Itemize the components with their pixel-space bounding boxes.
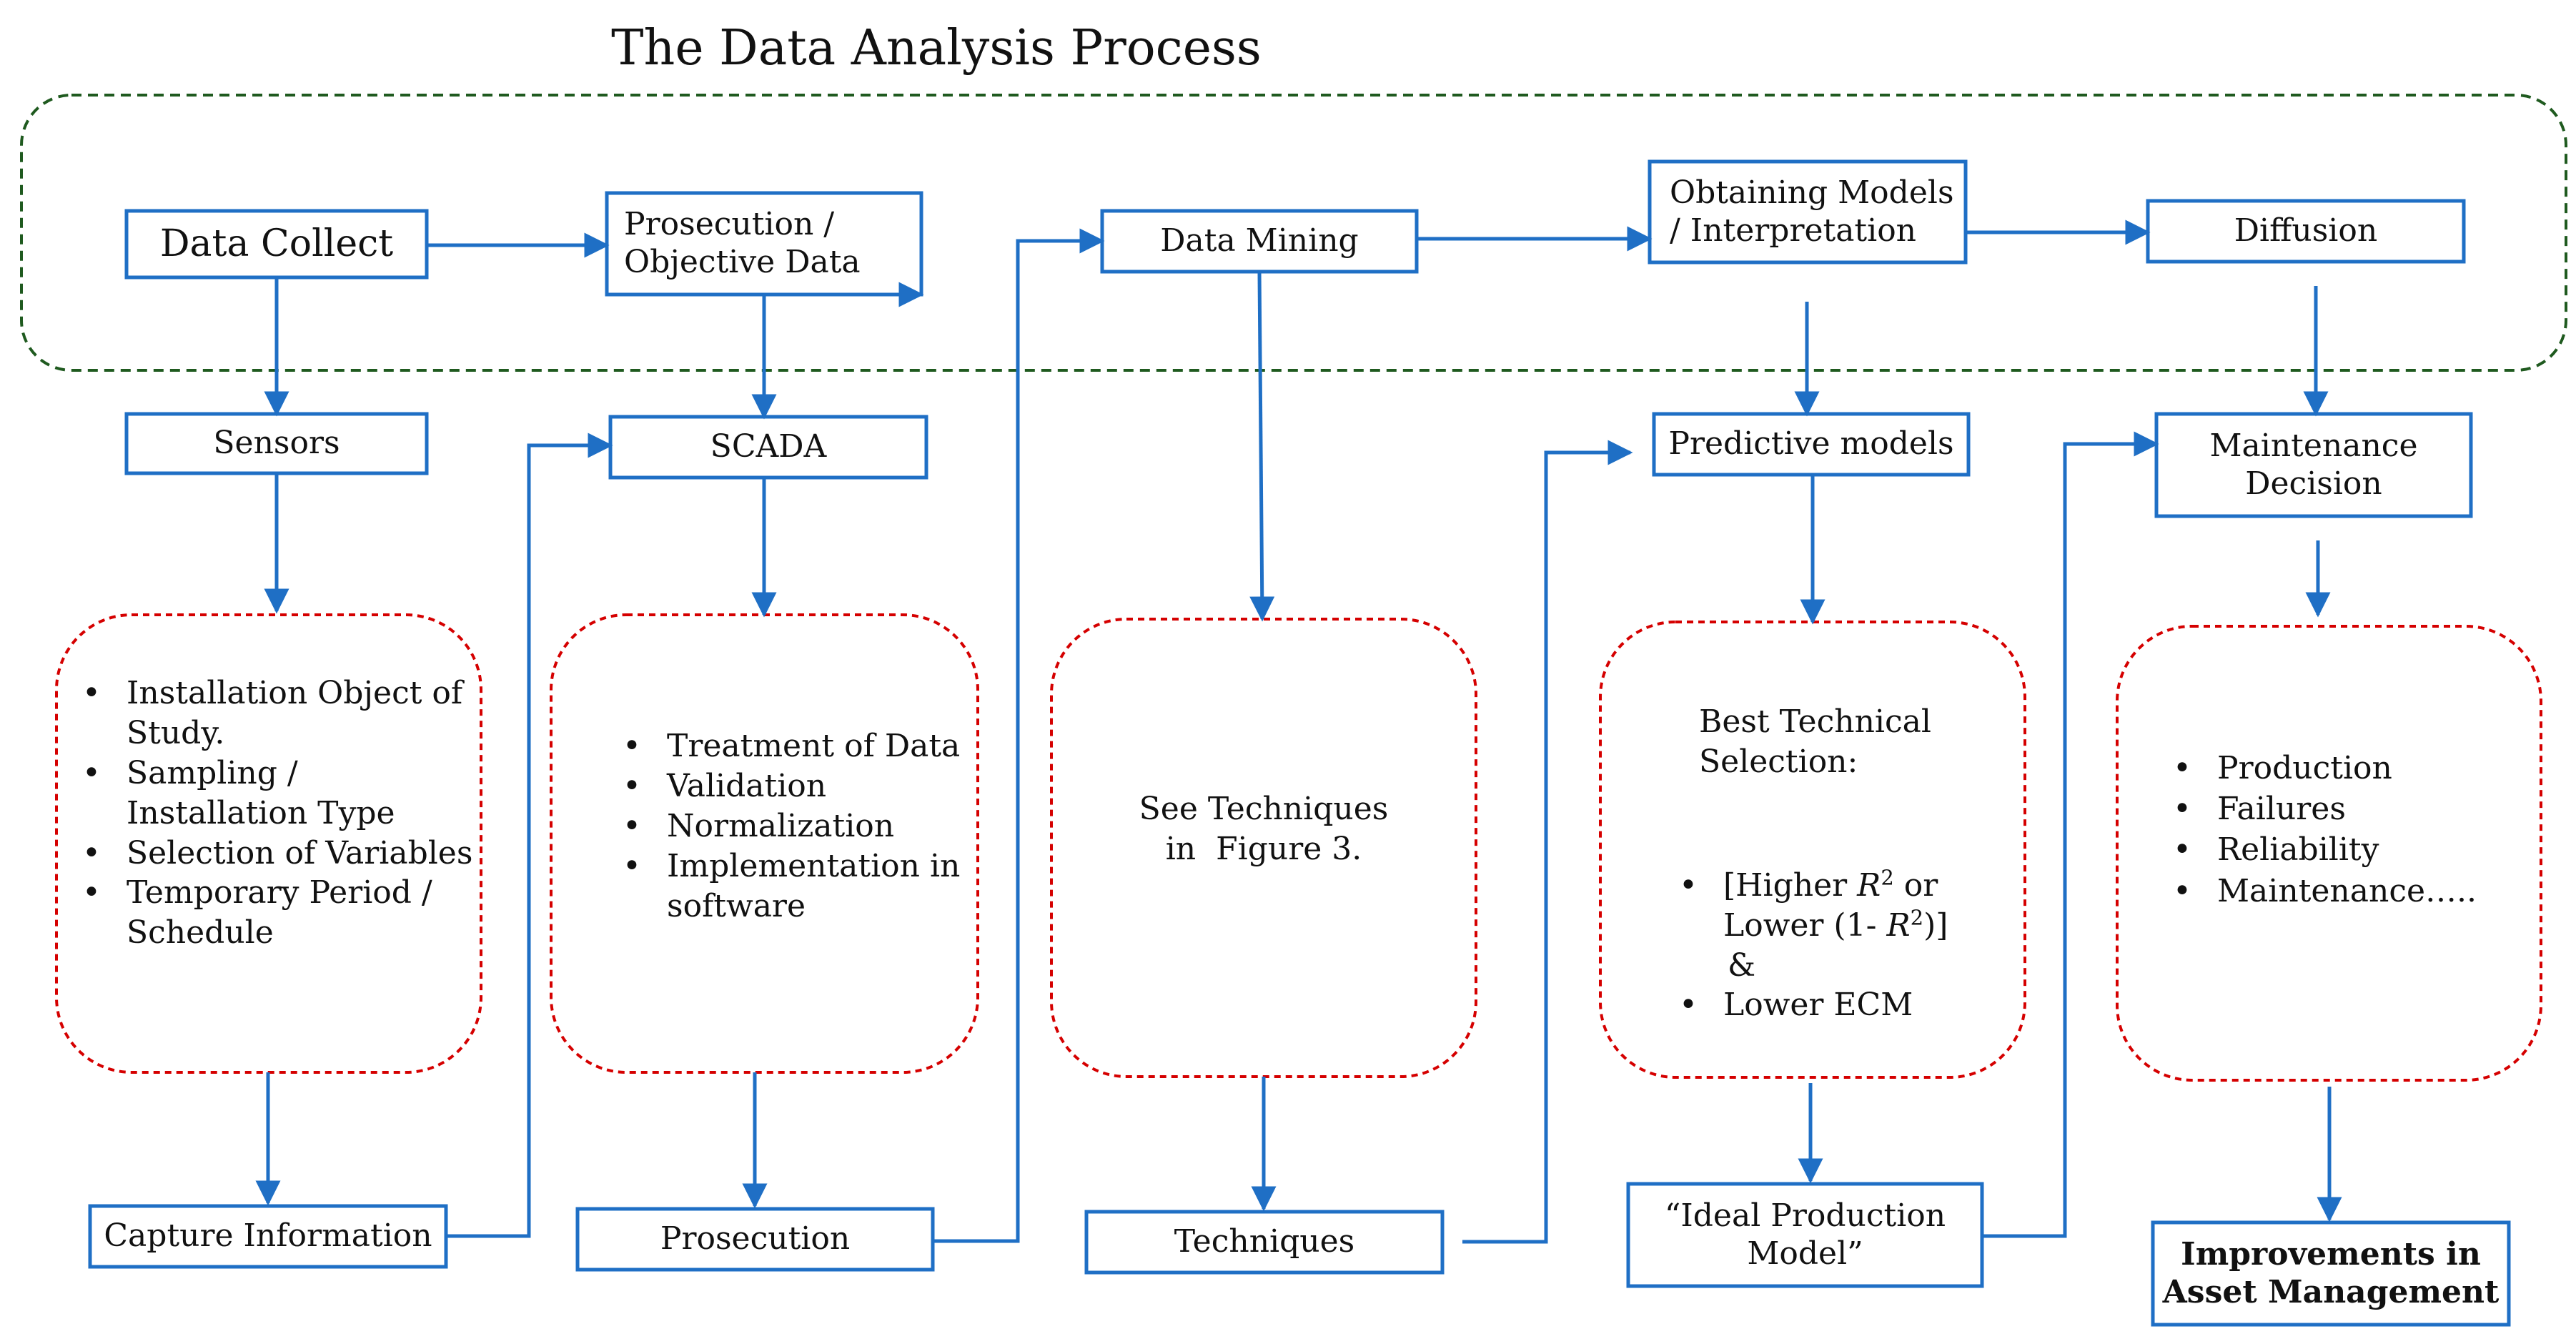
box-techniques-frame xyxy=(1084,1210,1445,1275)
box-ideal-line2: Model” xyxy=(1747,1235,1863,1272)
panel-2-item: Treatment of Data xyxy=(623,726,978,766)
panel-4-list-2: Lower ECM xyxy=(1600,985,2025,1025)
panel-2: Treatment of Data Validation Normalizati… xyxy=(551,726,978,926)
panel-4-item-r2: [Higher R2 or Lower (1- R2)] xyxy=(1679,865,2025,946)
panel-2-list: Treatment of Data Validation Normalizati… xyxy=(551,726,978,926)
box-obtaining-models-line2: / Interpretation xyxy=(1670,212,1917,249)
panel-5: Production Failures Reliability Maintena… xyxy=(2117,748,2541,911)
box-sensors: Sensors xyxy=(127,414,427,473)
panel-4-ampersand: & xyxy=(1728,947,1756,984)
box-techniques-label: Techniques xyxy=(1174,1223,1355,1260)
arrow-techniques-to-predictive xyxy=(1462,440,1633,1244)
panel-2-item: Implementation in software xyxy=(623,846,978,927)
box-improvements: Improvements in Asset Management xyxy=(2153,1222,2509,1325)
box-maintenance-decision-frame xyxy=(2154,412,2473,518)
panel-1: Installation Object of Study. Sampling /… xyxy=(56,673,481,953)
panel-4-r2-text-c: Lower (1- xyxy=(1723,906,1887,944)
box-prosecution-objective-line2: Objective Data xyxy=(624,244,861,280)
panel-5-item: Failures xyxy=(2173,789,2541,829)
panel-4: Best Technical Selection: [Higher R2 or … xyxy=(1600,702,2025,1025)
arrow-mining-to-panel3 xyxy=(1249,271,1275,622)
panel-5-item: Production xyxy=(2173,748,2541,789)
panel-4-heading-line1: Best Technical xyxy=(1699,703,1931,740)
box-scada-label: SCADA xyxy=(710,428,827,465)
panel-1-item: Temporary Period / Schedule xyxy=(82,873,481,953)
box-capture: Capture Information xyxy=(90,1206,446,1267)
box-obtaining-models: Obtaining Models / Interpretation xyxy=(1650,162,1966,262)
box-prosecution-objective-line1: Prosecution / xyxy=(624,206,835,243)
page-title: The Data Analysis Process xyxy=(611,20,1262,76)
box-prosecution-label: Prosecution xyxy=(660,1220,851,1257)
panel-1-list: Installation Object of Study. Sampling /… xyxy=(56,673,481,953)
box-capture-label: Capture Information xyxy=(104,1217,432,1255)
panel-4-r2-text-a: [Higher xyxy=(1723,866,1858,904)
panel-4-r2-symbol-a: R xyxy=(1857,866,1881,904)
box-ideal: “Ideal Production Model” xyxy=(1628,1184,1982,1286)
panel-5-item: Maintenance….. xyxy=(2173,871,2541,911)
panel-4-r2-exp-b: 2 xyxy=(1910,904,1924,929)
box-maintenance-decision-line2: Decision xyxy=(2245,465,2382,502)
panel-4-r2-symbol-b: R xyxy=(1886,906,1911,944)
panel-4-list: [Higher R2 or Lower (1- R2)] xyxy=(1600,866,2025,946)
box-predictive-models-label: Predictive models xyxy=(1668,425,1954,463)
box-improvements-frame xyxy=(2151,1220,2511,1327)
panel-1-item: Sampling / Installation Type xyxy=(82,753,481,834)
box-diffusion-label: Diffusion xyxy=(2234,212,2378,249)
panel-4-item-ecm: Lower ECM xyxy=(1679,985,2025,1025)
panel-3-line1: See Techniques xyxy=(1139,791,1389,827)
panel-4-r2-text-b: or xyxy=(1893,866,1938,904)
panel-3-line2: in Figure 3. xyxy=(1165,830,1362,867)
panel-1-item: Installation Object of Study. xyxy=(82,673,481,753)
box-data-collect-label: Data Collect xyxy=(159,222,394,266)
top-group-frame xyxy=(20,94,2567,372)
box-techniques: Techniques xyxy=(1086,1212,1442,1273)
panel-4-r2-exp-a: 2 xyxy=(1881,865,1894,890)
panel-1-item: Selection of Variables xyxy=(82,834,481,874)
box-improvements-line2: Asset Management xyxy=(2162,1273,2500,1310)
box-scada: SCADA xyxy=(610,417,926,478)
box-obtaining-models-line1: Obtaining Models xyxy=(1670,174,1954,211)
box-data-mining: Data Mining xyxy=(1102,211,1417,272)
panel-3: See Techniques in Figure 3. xyxy=(1051,789,1476,869)
box-maintenance-decision-line1: Maintenance xyxy=(2209,427,2418,464)
box-improvements-line1: Improvements in xyxy=(2181,1235,2481,1273)
arrow-prosecution-to-mining xyxy=(933,228,1105,1243)
box-prosecution-objective: Prosecution / Objective Data xyxy=(607,193,921,295)
box-diffusion-frame xyxy=(2146,199,2466,264)
panel-5-frame xyxy=(2116,625,2542,1082)
panel-5-list: Production Failures Reliability Maintena… xyxy=(2117,748,2541,911)
box-diffusion: Diffusion xyxy=(2148,201,2464,262)
panel-4-r2-text-d: )] xyxy=(1923,906,1948,944)
box-prosecution-frame xyxy=(575,1207,935,1272)
box-prosecution: Prosecution xyxy=(578,1209,933,1270)
box-data-collect-frame xyxy=(124,209,429,280)
panel-2-item: Normalization xyxy=(623,806,978,846)
arrow-ideal-to-decision xyxy=(1982,431,2159,1238)
box-ideal-frame xyxy=(1626,1182,1984,1288)
box-sensors-label: Sensors xyxy=(213,425,340,462)
box-prosecution-objective-frame xyxy=(605,191,923,297)
box-maintenance-decision: Maintenance Decision xyxy=(2156,414,2471,516)
panel-5-item: Reliability xyxy=(2173,829,2541,870)
box-ideal-line1: “Ideal Production xyxy=(1664,1197,1946,1234)
panel-4-heading-line2: Selection: xyxy=(1699,743,1858,780)
box-data-collect: Data Collect xyxy=(127,211,427,277)
arrow-capture-to-scada xyxy=(446,433,613,1238)
panel-2-item: Validation xyxy=(623,766,978,806)
box-predictive-models: Predictive models xyxy=(1654,414,1968,475)
box-obtaining-models-frame xyxy=(1648,159,1968,265)
box-data-mining-label: Data Mining xyxy=(1160,222,1359,260)
